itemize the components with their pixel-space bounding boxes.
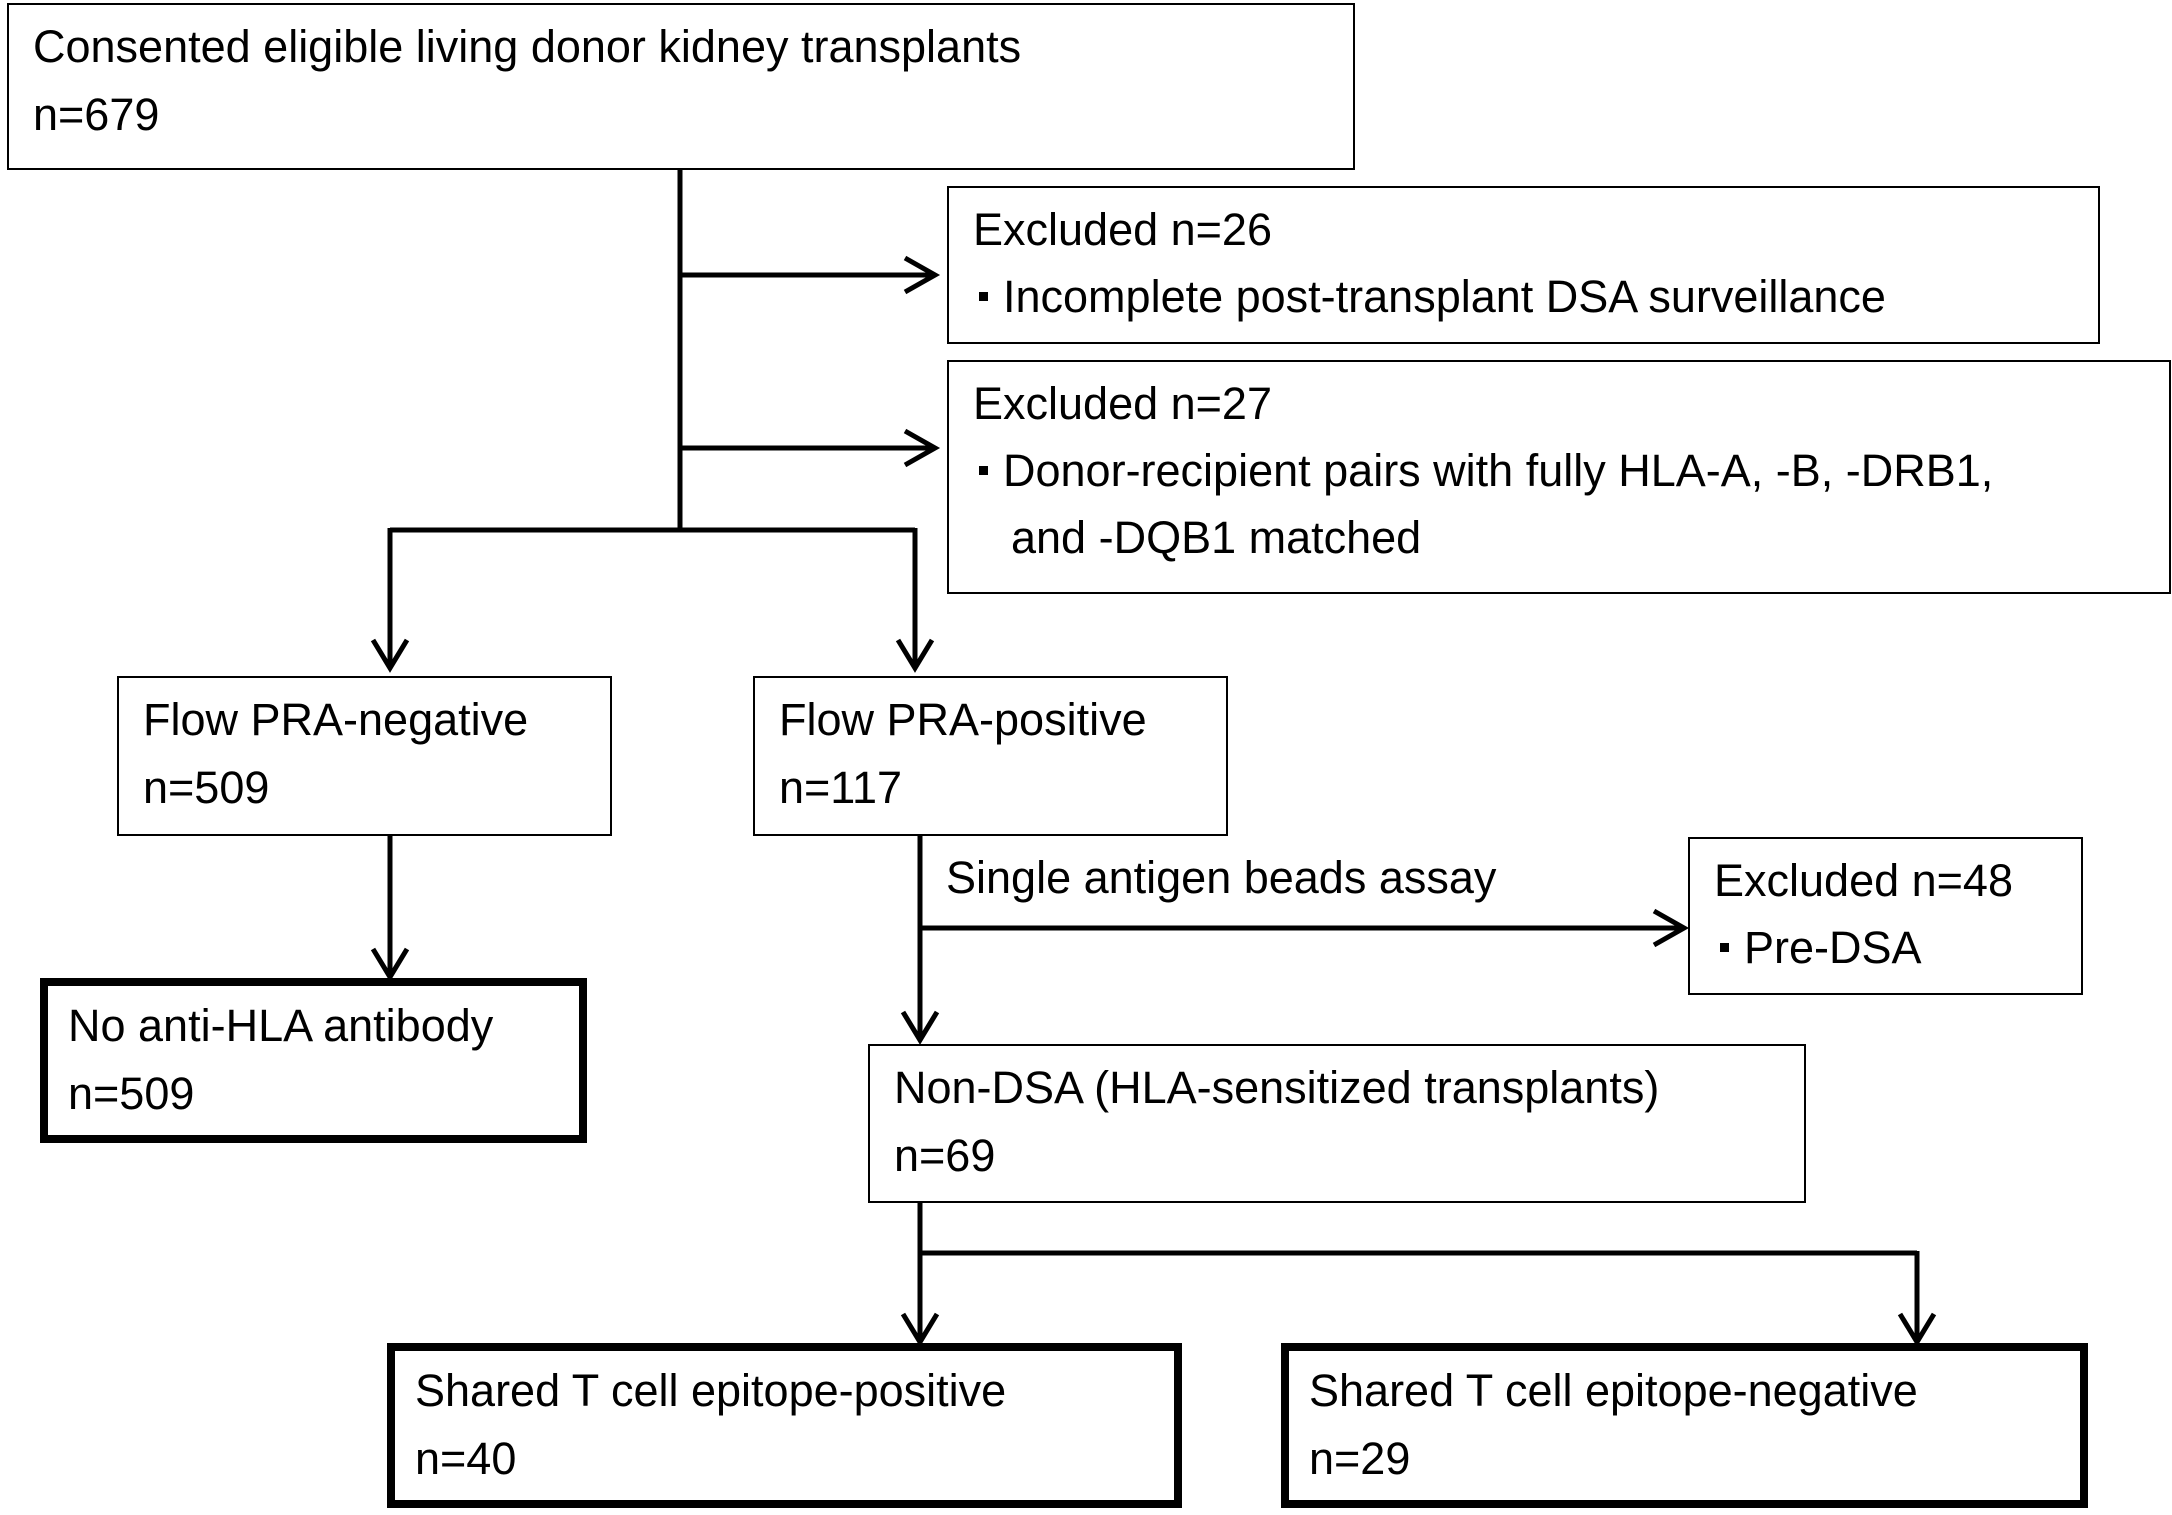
- node-no-antibody: No anti-HLA antibody n=509: [40, 978, 587, 1143]
- node-flow-negative-count: n=509: [143, 762, 270, 813]
- node-excluded-1: Excluded n=26 Incomplete post-transplant…: [947, 186, 2100, 344]
- node-excluded-2-title: Excluded n=27: [973, 378, 1272, 429]
- arrowhead-non-dsa: [900, 1010, 940, 1045]
- arrowhead-shared-neg: [1897, 1312, 1937, 1347]
- arrowhead-flow-pos: [895, 638, 935, 673]
- node-flow-positive-title: Flow PRA-positive: [779, 694, 1147, 745]
- arrowhead-flow-neg: [370, 638, 410, 673]
- node-shared-negative: Shared T cell epitope-negative n=29: [1281, 1343, 2088, 1508]
- node-no-antibody-title: No anti-HLA antibody: [68, 1000, 494, 1051]
- node-non-dsa-title: Non-DSA (HLA-sensitized transplants): [894, 1062, 1660, 1113]
- node-shared-positive: Shared T cell epitope-positive n=40: [387, 1343, 1182, 1508]
- node-excluded-3-reason: Pre-DSA: [1714, 915, 2081, 981]
- node-excluded-3-title: Excluded n=48: [1714, 855, 2013, 906]
- node-non-dsa: Non-DSA (HLA-sensitized transplants) n=6…: [868, 1044, 1806, 1203]
- arrowhead-no-antibody: [370, 947, 410, 982]
- node-consented-count: n=679: [33, 89, 160, 140]
- node-flow-negative-title: Flow PRA-negative: [143, 694, 529, 745]
- node-shared-positive-count: n=40: [415, 1433, 517, 1484]
- node-no-antibody-count: n=509: [68, 1068, 195, 1119]
- node-shared-positive-title: Shared T cell epitope-positive: [415, 1365, 1007, 1416]
- node-excluded-1-title: Excluded n=26: [973, 204, 1272, 255]
- arrowhead-excluded-2: [903, 428, 941, 468]
- node-non-dsa-count: n=69: [894, 1130, 996, 1181]
- node-shared-negative-count: n=29: [1309, 1433, 1411, 1484]
- node-consented-title: Consented eligible living donor kidney t…: [33, 21, 1022, 72]
- node-excluded-3: Excluded n=48 Pre-DSA: [1688, 837, 2083, 995]
- node-shared-negative-title: Shared T cell epitope-negative: [1309, 1365, 1918, 1416]
- node-flow-positive: Flow PRA-positive n=117: [753, 676, 1228, 836]
- arrowhead-excluded-3: [1652, 908, 1690, 948]
- node-excluded-2: Excluded n=27 Donor-recipient pairs with…: [947, 360, 2171, 594]
- node-excluded-2-reason: Donor-recipient pairs with fully HLA-A, …: [973, 438, 2169, 504]
- node-flow-negative: Flow PRA-negative n=509: [117, 676, 612, 836]
- arrowhead-excluded-1: [903, 255, 941, 295]
- node-excluded-1-reason: Incomplete post-transplant DSA surveilla…: [973, 264, 2098, 330]
- node-flow-positive-count: n=117: [779, 762, 903, 813]
- node-excluded-2-reason-cont: and -DQB1 matched: [1011, 512, 1422, 563]
- arrowhead-shared-pos: [900, 1312, 940, 1347]
- node-consented: Consented eligible living donor kidney t…: [7, 3, 1355, 170]
- edge-label-single-antigen: Single antigen beads assay: [946, 852, 1497, 903]
